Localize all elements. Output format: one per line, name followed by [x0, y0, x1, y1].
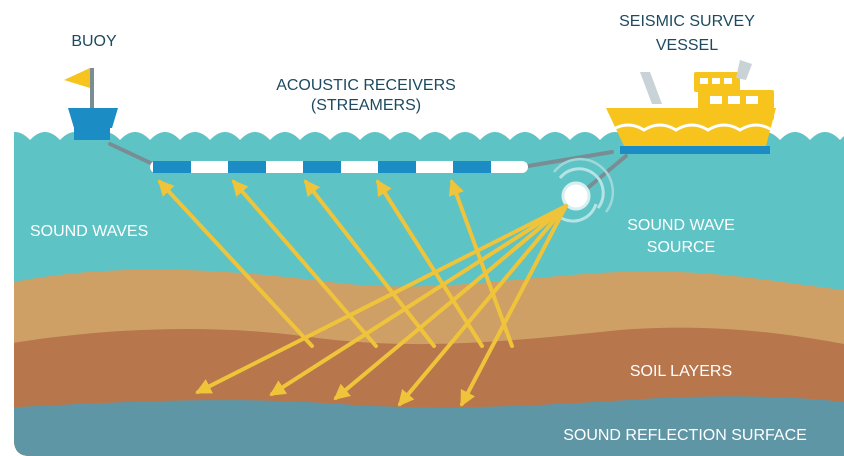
reflected-ray-5: [448, 178, 514, 348]
reflection-surface-label-text: SOUND REFLECTION SURFACE: [563, 427, 807, 444]
receivers-label-line2: (STREAMERS): [310, 97, 422, 114]
reflected-ray-4: [376, 179, 484, 348]
vessel-label-line1: SEISMIC SURVEY: [619, 13, 755, 30]
reflected-ray-3: [304, 179, 436, 348]
buoy-tow-cable: [108, 142, 159, 168]
sound-waves-label: SOUND WAVES: [30, 222, 198, 242]
reflection-surface-label: SOUND REFLECTION SURFACE: [530, 426, 840, 446]
outgoing-sound-rays: [195, 204, 568, 407]
buoy: [64, 68, 118, 140]
reflected-sound-rays: [157, 178, 514, 348]
buoy-label-text: BUOY: [71, 33, 117, 50]
reflection-surface: [14, 396, 844, 456]
vessel-label: SEISMIC SURVEY VESSEL: [592, 12, 782, 56]
outgoing-ray-4: [397, 204, 568, 407]
outgoing-ray-2: [269, 204, 568, 396]
streamer: [150, 161, 528, 173]
soil-layers-label: SOIL LAYERS: [606, 362, 756, 382]
sound-source: [553, 158, 614, 223]
reflected-ray-1: [157, 179, 314, 348]
buoy-label: BUOY: [56, 32, 132, 52]
sound-waves-label-text: SOUND WAVES: [30, 223, 149, 240]
vessel-streamer-cable: [520, 150, 614, 169]
buoy-flag: [64, 68, 90, 88]
reflected-ray-2: [231, 179, 378, 348]
soil-layers-label-text: SOIL LAYERS: [629, 363, 733, 380]
outgoing-ray-5: [460, 204, 568, 407]
sound-source-label-line2: SOURCE: [646, 239, 716, 256]
sound-source-label: SOUND WAVE SOURCE: [606, 216, 756, 258]
survey-vessel: [606, 60, 776, 154]
vessel-label-line2: VESSEL: [655, 37, 719, 54]
outgoing-ray-1: [195, 204, 568, 394]
receivers-label: ACOUSTIC RECEIVERS (STREAMERS): [236, 76, 496, 116]
receivers-label-line1: ACOUSTIC RECEIVERS: [276, 77, 456, 94]
outgoing-ray-3: [333, 204, 568, 401]
sound-source-label-line1: SOUND WAVE: [627, 217, 735, 234]
